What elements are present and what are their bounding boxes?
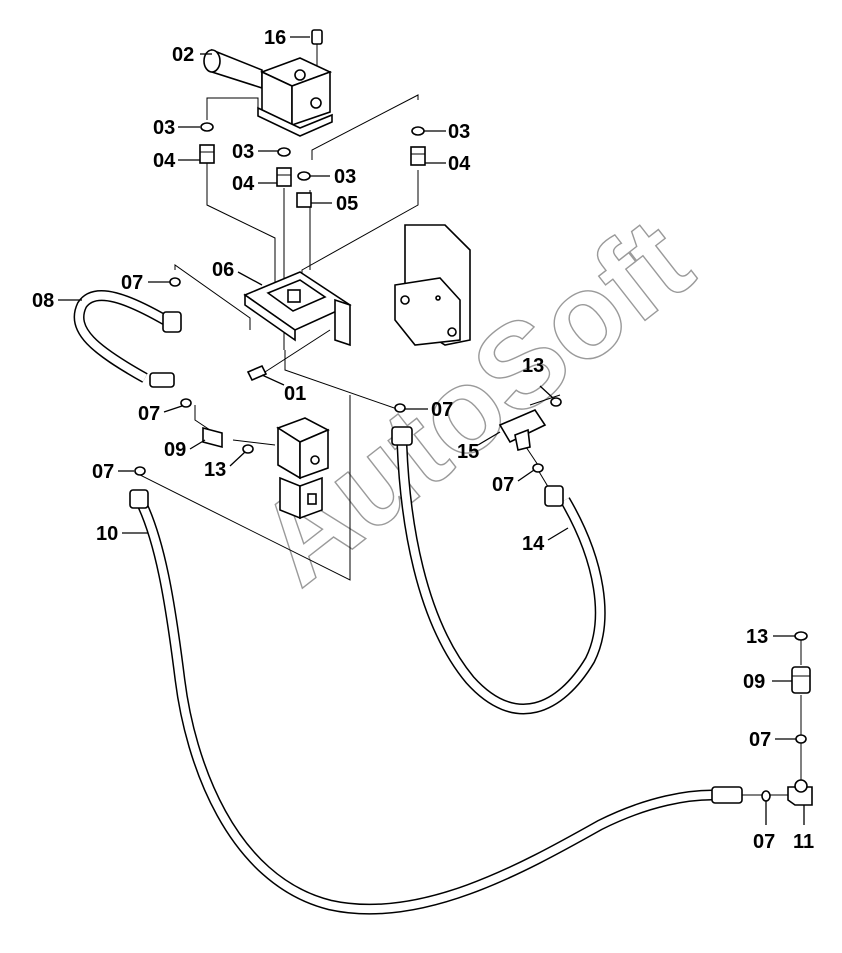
hose-10 — [135, 497, 713, 915]
part-07-o-ring-f — [795, 734, 807, 744]
part-04-fitting-right — [410, 146, 426, 166]
part-16-screw — [311, 29, 323, 45]
callout-11: 11 — [793, 831, 814, 853]
callout-14: 14 — [522, 533, 545, 555]
part-07-o-ring-g — [761, 790, 771, 802]
part-mounting-plate — [394, 224, 471, 346]
part-13-o-ring-b — [550, 397, 562, 407]
leader-lines — [58, 36, 805, 825]
callout-07-f: 07 — [749, 729, 771, 751]
callout-15: 15 — [457, 441, 479, 463]
part-05-plug — [296, 192, 312, 208]
callout-07-a: 07 — [121, 272, 143, 294]
callout-06: 06 — [212, 259, 234, 281]
hose-08 — [73, 290, 168, 383]
part-03-o-ring-left — [200, 122, 214, 132]
callout-13-b: 13 — [522, 355, 544, 377]
callout-08: 08 — [32, 290, 54, 312]
part-06-bracket — [243, 271, 352, 347]
part-13-o-ring-a — [242, 444, 254, 454]
callout-03-plug: 03 — [334, 166, 356, 188]
callout-labels: 16 02 03 04 03 04 03 04 03 05 06 07 08 0… — [32, 27, 814, 853]
callout-01: 01 — [284, 383, 306, 405]
callout-03-left: 03 — [153, 117, 175, 139]
callout-07-d: 07 — [431, 399, 453, 421]
callout-09-left: 09 — [164, 439, 186, 461]
hose-10-end-nut — [129, 489, 149, 509]
part-03-o-ring-center — [277, 147, 291, 157]
hose-center-end-nut — [391, 426, 413, 446]
hose-08-end-nut-bottom — [149, 372, 175, 388]
part-11-elbow — [787, 779, 813, 806]
part-07-o-ring-a — [169, 277, 181, 287]
hose-center — [396, 444, 606, 715]
part-03-o-ring-right — [411, 126, 425, 136]
part-solenoid-valve — [276, 417, 330, 520]
callout-07-g: 07 — [753, 831, 775, 853]
callout-13-a: 13 — [204, 459, 226, 481]
callout-04-center: 04 — [232, 173, 255, 195]
part-07-o-ring-d — [394, 403, 406, 413]
part-07-o-ring-e — [532, 463, 544, 473]
callout-07-b: 07 — [138, 403, 160, 425]
part-07-o-ring-b — [180, 398, 192, 408]
part-15-tee-fitting — [498, 409, 547, 451]
part-04-fitting-center — [276, 167, 292, 187]
part-04-fitting-left — [199, 144, 215, 164]
part-02-valve-block — [203, 48, 333, 137]
callout-03-right: 03 — [448, 121, 470, 143]
callout-04-right: 04 — [448, 153, 471, 175]
part-14-hose-end-nut — [544, 485, 564, 507]
hose-10-end-nut-right — [711, 786, 743, 804]
part-07-o-ring-c — [134, 466, 146, 476]
callout-09-right: 09 — [743, 671, 765, 693]
part-09-fitting-right — [791, 666, 811, 694]
part-01-bolt — [246, 364, 268, 382]
callout-05: 05 — [336, 193, 358, 215]
callout-07-e: 07 — [492, 474, 514, 496]
callout-10: 10 — [96, 523, 118, 545]
callout-13-c: 13 — [746, 626, 768, 648]
callout-16: 16 — [264, 27, 286, 49]
part-13-o-ring-c — [794, 631, 808, 641]
part-03-o-ring-plug — [297, 171, 311, 181]
callout-02: 02 — [172, 44, 194, 66]
callout-07-c: 07 — [92, 461, 114, 483]
part-09-fitting-left — [202, 426, 223, 449]
callout-04-left: 04 — [153, 150, 176, 172]
callout-03-center: 03 — [232, 141, 254, 163]
hose-08-end-nut-top — [162, 311, 182, 333]
